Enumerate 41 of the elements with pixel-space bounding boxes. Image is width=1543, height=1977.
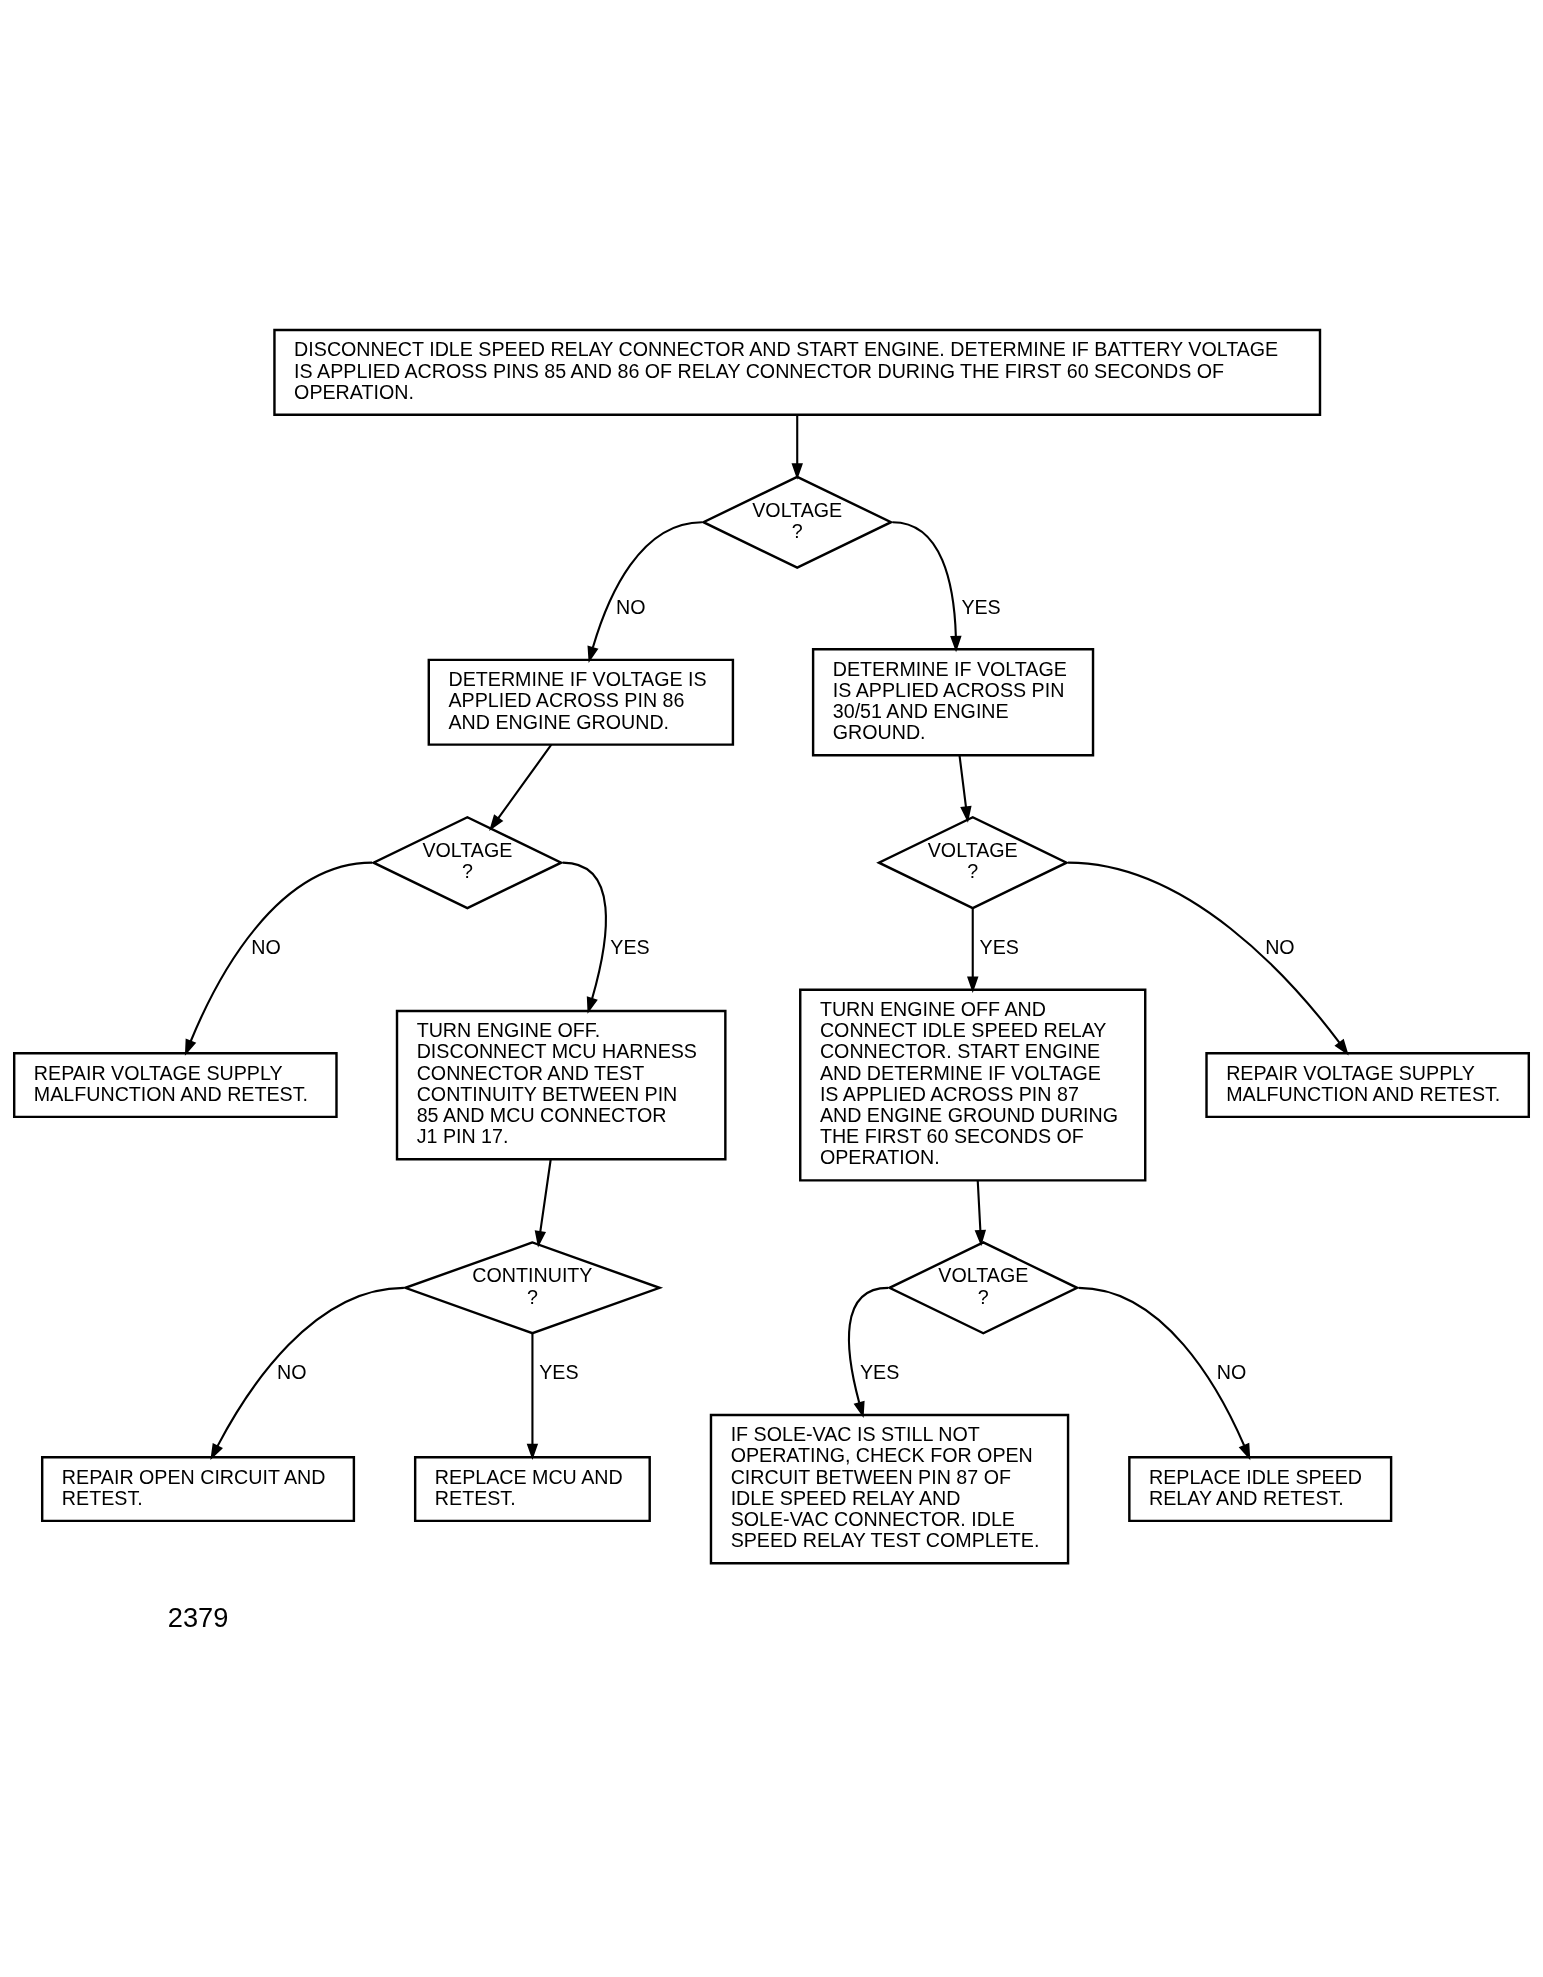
node-box: DETERMINE IF VOLTAGE IS APPLIED ACROSS PIN 86 AND ENGINE GROUND. <box>427 658 735 746</box>
arrow <box>562 861 607 1014</box>
node-diamond: CONTINUITY ? <box>401 1240 664 1334</box>
arrow <box>534 1158 552 1247</box>
edge-label: YES <box>979 935 1019 958</box>
arrow <box>526 1332 539 1460</box>
edge-label: NO <box>251 935 281 958</box>
node-box: DETERMINE IF VOLTAGE IS APPLIED ACROSS PIN 30/51 AND ENGINE GROUND. <box>811 647 1095 756</box>
edge-label: NO <box>277 1360 307 1383</box>
edge-label: NO <box>1216 1360 1247 1383</box>
arrow <box>1067 861 1349 1055</box>
node-box: TURN ENGINE OFF AND CONNECT IDLE SPEED RELAY CONNECTOR. START ENGINE AND DETERMINE IF VOLTAGE IS APPLIED ACROSS PIN 87 AND ENGINE GROUND DURING THE FIRST 60 SECONDS OF OPERATION. <box>799 988 1147 1182</box>
arrow <box>967 907 979 993</box>
label: 2379 <box>167 1601 229 1633</box>
node-diamond: VOLTAGE ? <box>700 474 894 569</box>
edge-label: YES <box>860 1360 900 1383</box>
edge-label: NO <box>616 595 646 618</box>
arrow <box>892 520 962 652</box>
node-box: IF SOLE-VAC IS STILL NOT OPERATING, CHECK FOR OPEN CIRCUIT BETWEEN PIN 87 OF IDLE SPEED RELAY AND SOLE-VAC CONNECTOR. IDLE SPEED RELAY TEST COMPLETE. <box>709 1413 1070 1564</box>
arrow <box>1078 1286 1251 1460</box>
node-box: REPAIR VOLTAGE SUPPLY MALFUNCTION AND RETEST. <box>1205 1051 1530 1118</box>
node-box: REPAIR VOLTAGE SUPPLY MALFUNCTION AND RETEST. <box>13 1051 338 1118</box>
node-box: REPAIR OPEN CIRCUIT AND RETEST. <box>41 1455 356 1522</box>
arrow <box>974 1180 987 1246</box>
arrow <box>587 520 702 663</box>
arrow <box>847 1286 889 1418</box>
arrow <box>489 743 553 831</box>
arrow <box>791 414 803 480</box>
node-box: DISCONNECT IDLE SPEED RELAY CONNECTOR AND START ENGINE. DETERMINE IF BATTERY VOLTAGE IS APPLIED ACROSS PINS 85 AND 86 OF RELAY CONNECTOR DURING THE FIRST 60 SECONDS OF OPERATION. <box>273 328 1322 416</box>
edge-label: NO <box>1265 935 1295 958</box>
node-diamond: VOLTAGE ? <box>876 815 1070 909</box>
edge-label: YES <box>539 1360 579 1383</box>
edge-label: YES <box>610 935 650 958</box>
node-box: REPLACE IDLE SPEED RELAY AND RETEST. <box>1128 1455 1393 1522</box>
node-box: TURN ENGINE OFF. DISCONNECT MCU HARNESS CONNECTOR AND TEST CONTINUITY BETWEEN PIN 85 AND MCU CONNECTOR J1 PIN 17. <box>395 1009 727 1160</box>
node-diamond: VOLTAGE ? <box>886 1240 1080 1335</box>
arrow <box>958 754 972 823</box>
edge-label: YES <box>961 595 1001 618</box>
arrow <box>184 861 373 1056</box>
node-box: REPLACE MCU AND RETEST. <box>413 1455 651 1522</box>
arrow <box>210 1286 404 1460</box>
